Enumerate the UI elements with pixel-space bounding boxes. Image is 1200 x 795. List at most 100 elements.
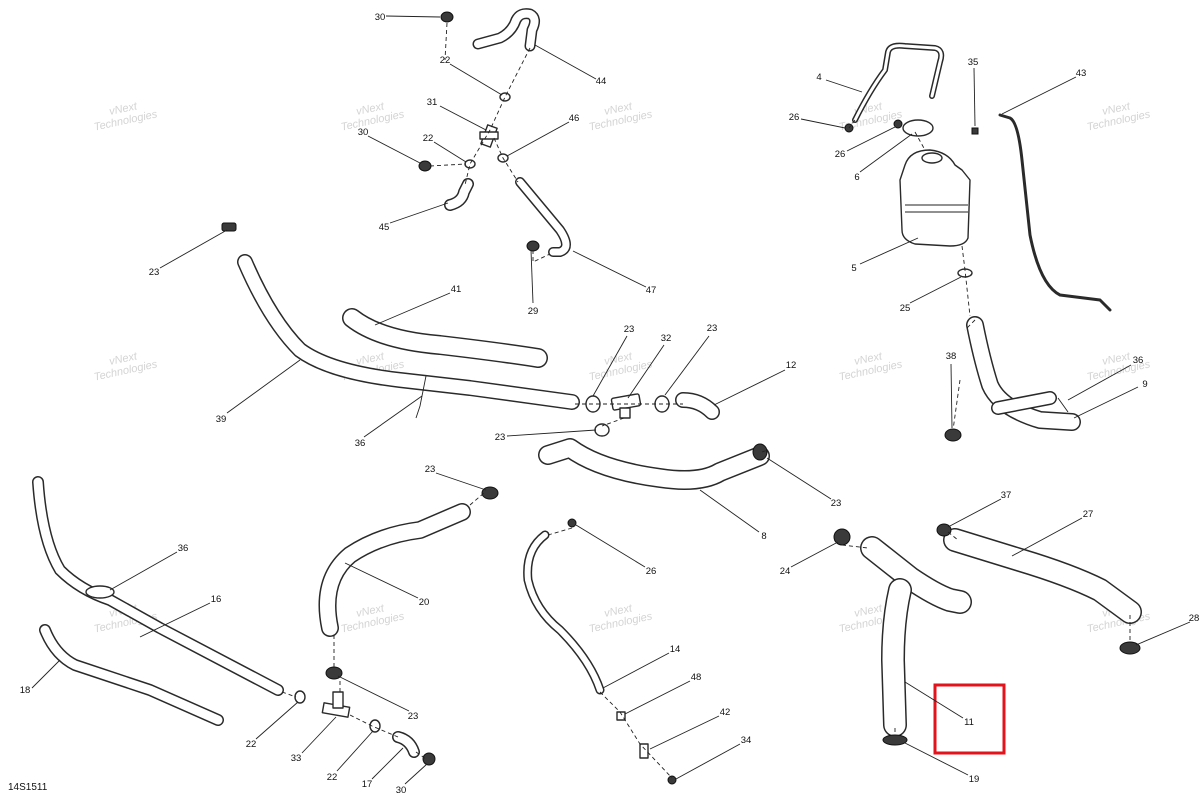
- part-48-fitting: [616, 711, 626, 721]
- callout-46: 46: [506, 113, 580, 157]
- callout-number: 25: [900, 303, 911, 314]
- callout-leader: [301, 716, 337, 754]
- watermark-line-1: vNext: [355, 602, 386, 620]
- callout-number: 27: [1083, 509, 1094, 520]
- callout-number: 9: [1142, 379, 1147, 390]
- callout-5: 5: [851, 237, 919, 274]
- callout-leader: [699, 489, 760, 533]
- callout-16: 16: [139, 594, 221, 638]
- callout-number: 26: [835, 149, 846, 160]
- highlight-box: [933, 683, 1006, 755]
- callout-26-c: 26: [575, 524, 657, 577]
- callout-leader: [337, 675, 410, 712]
- callout-leader: [439, 105, 487, 131]
- callout-number: 26: [646, 566, 657, 577]
- callout-6: 6: [854, 133, 913, 183]
- callout-leader: [31, 659, 61, 689]
- callout-26-a: 26: [789, 112, 846, 129]
- callout-9: 9: [1073, 379, 1148, 419]
- callout-number: 23: [624, 324, 635, 335]
- callout-12: 12: [713, 360, 796, 406]
- callout-number: 23: [831, 498, 842, 509]
- callout-41: 41: [374, 284, 462, 326]
- watermark-line-1: vNext: [355, 350, 386, 368]
- callout-leader: [385, 15, 441, 18]
- part-11-hose: [860, 536, 972, 737]
- callout-leader: [627, 344, 665, 399]
- part-41-hose: [342, 308, 548, 368]
- part-23-clamp-a: [221, 222, 237, 232]
- watermark-line-1: vNext: [1101, 100, 1132, 118]
- callout-number: 22: [440, 55, 451, 66]
- callout-32: 32: [627, 333, 671, 399]
- callout-leader: [139, 602, 211, 638]
- watermark-line-1: vNext: [108, 350, 139, 368]
- callout-number: 46: [569, 113, 580, 124]
- callout-36-b: 36: [1067, 355, 1143, 401]
- callout-30-top: 30: [375, 12, 441, 23]
- part-33-tee: [321, 691, 351, 718]
- callout-number: 17: [362, 779, 373, 790]
- callout-number: 5: [851, 263, 856, 274]
- callout-22-b: 22: [423, 133, 467, 163]
- callout-18: 18: [20, 659, 61, 696]
- callout-leader: [336, 730, 374, 772]
- callout-number: 38: [946, 351, 957, 362]
- callout-leader: [109, 551, 178, 591]
- watermark-line-1: vNext: [603, 602, 634, 620]
- callout-number: 6: [854, 172, 859, 183]
- part-36-strap-c: [85, 585, 115, 599]
- callout-4: 4: [816, 72, 863, 93]
- part-23-clamp-e: [481, 486, 499, 500]
- callout-leader: [534, 44, 597, 80]
- part-23-clamp-f: [752, 443, 768, 461]
- callout-leader: [344, 562, 419, 599]
- part-14-hose: [523, 530, 605, 695]
- callout-22-a: 22: [440, 55, 503, 96]
- callout-leader: [950, 363, 953, 429]
- part-4-hose: [852, 42, 945, 123]
- callout-number: 23: [149, 267, 160, 278]
- callout-leader: [1067, 364, 1132, 401]
- callout-22-c: 22: [246, 701, 299, 750]
- part-17-elbow: [392, 731, 420, 758]
- watermark-line-1: vNext: [1101, 350, 1132, 368]
- callout-leader: [766, 457, 832, 500]
- callout-23-b: 23: [592, 324, 635, 397]
- callout-number: 36: [355, 438, 366, 449]
- callout-28: 28: [1135, 613, 1199, 646]
- callout-number: 37: [1001, 490, 1012, 501]
- callout-number: 26: [789, 112, 800, 123]
- callout-leader: [433, 141, 467, 163]
- callout-leader: [859, 237, 919, 265]
- callout-number: 48: [691, 672, 702, 683]
- callout-11: 11: [904, 681, 974, 728]
- callout-number: 29: [528, 306, 539, 317]
- part-43-tube: [998, 113, 1112, 312]
- part-22-clamp-b: [464, 159, 476, 169]
- part-5-reservoir: [899, 149, 971, 247]
- callout-number: 36: [178, 543, 189, 554]
- part-9-hose: [966, 316, 1081, 431]
- callout-leader: [846, 126, 896, 152]
- callout-number: 41: [451, 284, 462, 295]
- callout-leader: [624, 680, 691, 715]
- part-34-clip: [667, 775, 677, 785]
- watermark-line-1: vNext: [603, 100, 634, 118]
- callout-leader: [506, 121, 570, 157]
- callout-number: 8: [761, 531, 766, 542]
- part-47-hose: [515, 177, 571, 257]
- callout-number: 30: [375, 12, 386, 23]
- callout-leader: [664, 335, 710, 396]
- callout-number: 18: [20, 685, 31, 696]
- callout-leader: [572, 250, 647, 288]
- callout-number: 42: [720, 707, 731, 718]
- part-37-clamp: [936, 523, 952, 537]
- callout-leader: [790, 541, 839, 568]
- callout-number: 22: [246, 739, 257, 750]
- callout-number: 22: [327, 772, 338, 783]
